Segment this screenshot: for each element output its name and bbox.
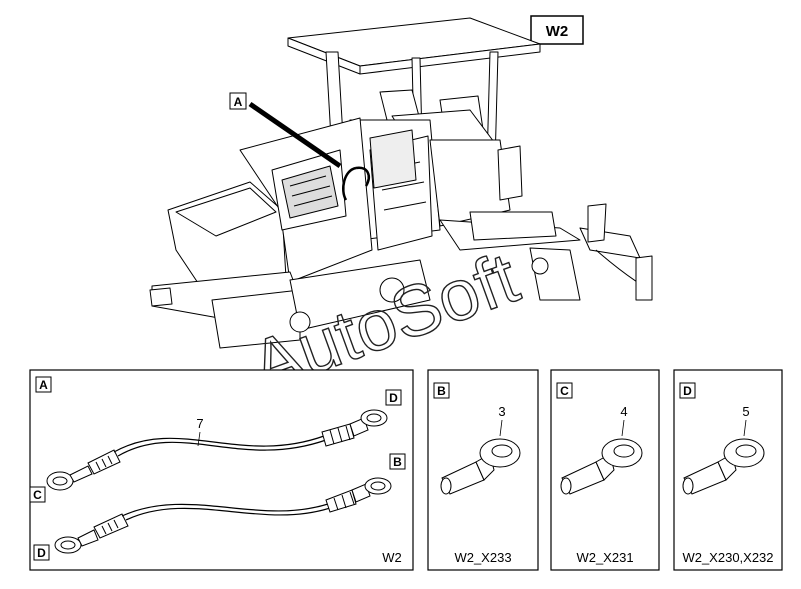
machine-callout-letter: A [234,95,243,109]
panel-a-caption: W2 [382,550,402,565]
panel-c-letter: C [560,384,569,398]
end-label-d-bottom: D [33,544,50,561]
panel-d: D 5 W2_X230,X232 [673,369,783,571]
panel-b: B 3 W2_X233 [427,369,539,571]
panel-b-caption: W2_X233 [454,550,511,565]
panel-a-letter: A [39,378,48,392]
ring-terminal-b [440,438,521,495]
cable-upper [46,409,388,491]
panel-d-letter: D [683,384,692,398]
machine-callout-a: A [229,92,342,169]
svg-text:B: B [393,455,402,469]
paver-machine-illustration [149,17,653,349]
ring-terminal-c [560,438,643,495]
panel-d-caption: W2_X230,X232 [682,550,773,565]
item-number-7: 7 [196,416,203,431]
item-number-4: 4 [620,404,627,419]
item-number-3: 3 [498,404,505,419]
cable-lower [54,477,392,554]
panel-b-letter: B [437,384,446,398]
end-label-b: B [389,453,406,470]
end-label-c: C [29,486,46,503]
panel-c: C 4 W2_X231 [550,369,660,571]
panel-a: A [29,369,414,571]
diagram-title: W2 [546,23,569,40]
svg-text:D: D [37,546,46,560]
panel-c-caption: W2_X231 [576,550,633,565]
end-label-d-top: D [385,389,402,406]
ring-terminal-d [682,438,765,495]
item-number-5: 5 [742,404,749,419]
svg-text:C: C [33,488,42,502]
svg-text:D: D [389,391,398,405]
title-box: W2 [530,15,584,45]
